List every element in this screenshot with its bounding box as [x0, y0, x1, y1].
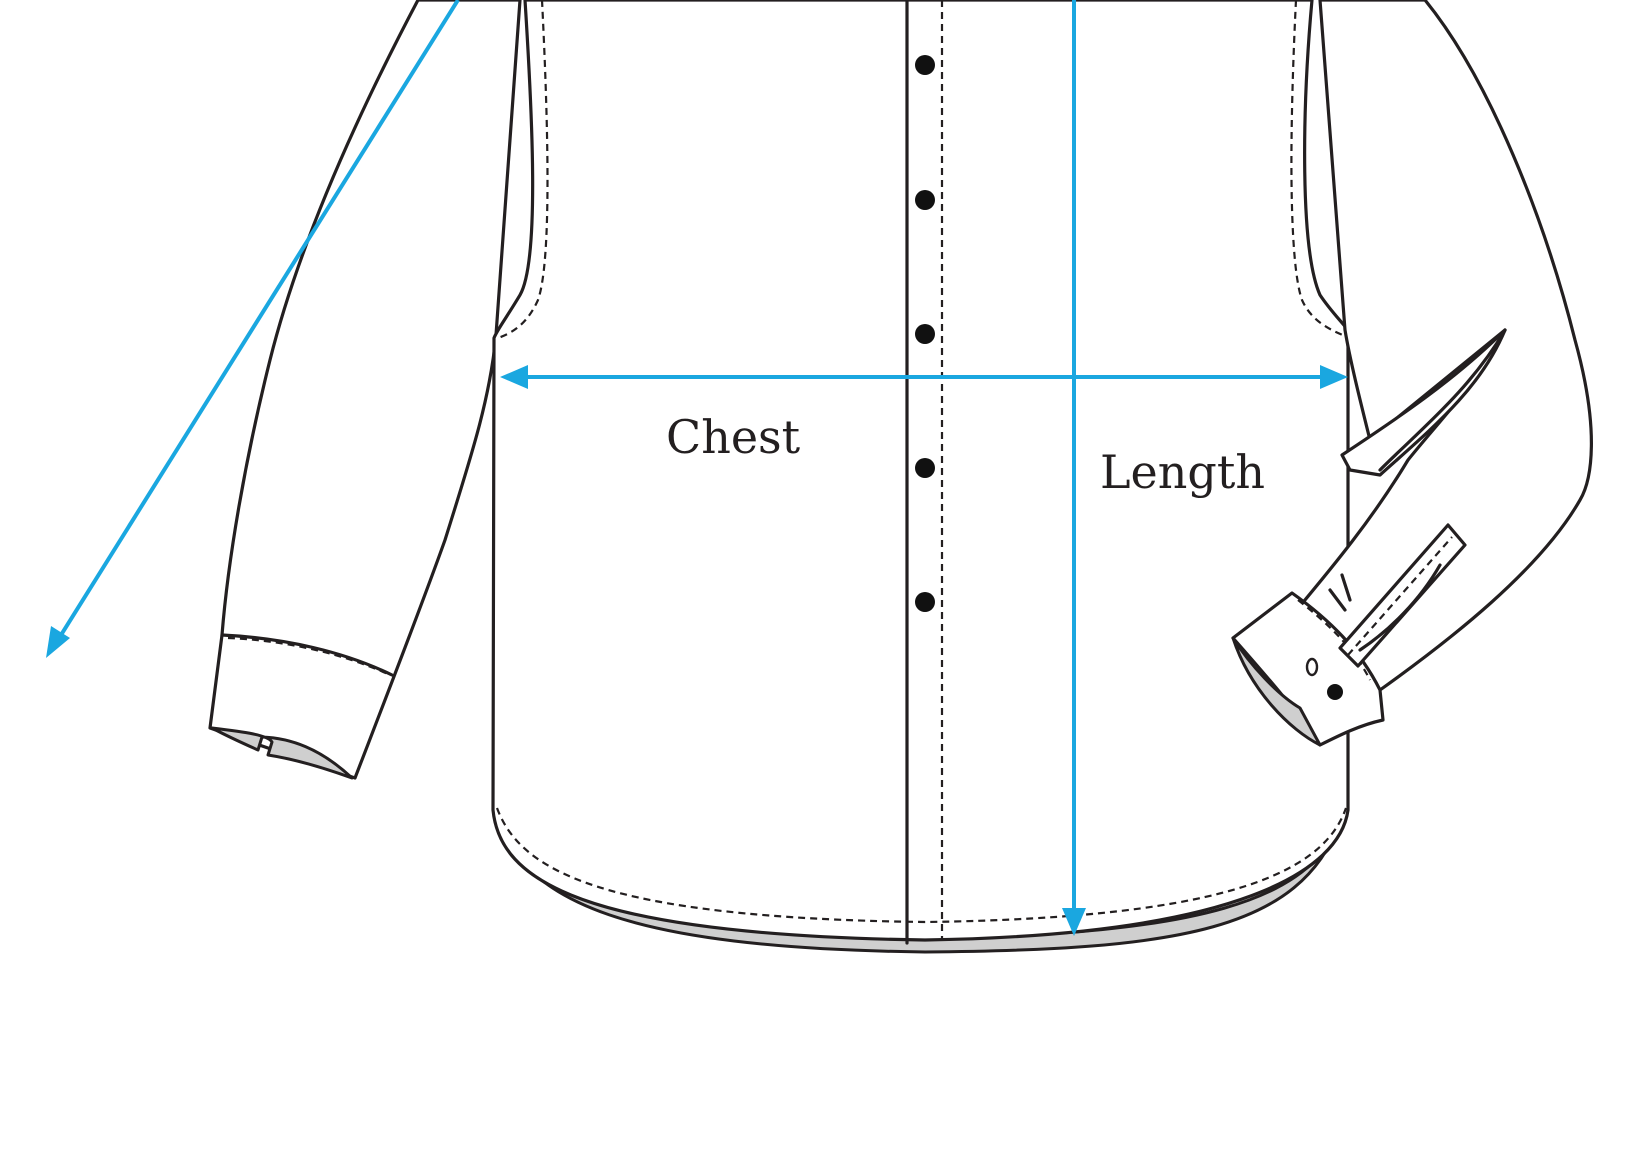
left-sleeve — [208, 0, 522, 780]
right-sleeve — [1231, 0, 1593, 747]
sleeve-measurement-arrow — [46, 0, 460, 658]
right-cuff-inner-shade — [1231, 636, 1322, 747]
cuff-buttonhole — [1305, 657, 1319, 677]
shirt-button — [915, 55, 935, 75]
chest-measurement-arrow — [500, 365, 1348, 389]
shirt-button — [915, 190, 935, 210]
sleeve-placket — [1338, 523, 1467, 668]
cuff-button — [1327, 684, 1343, 700]
placket-buttons — [915, 55, 935, 612]
shirt-button — [915, 458, 935, 478]
length-label: Length — [1100, 445, 1265, 499]
chest-label: Chest — [666, 410, 801, 464]
length-measurement-arrow — [1062, 0, 1086, 936]
left-cuff-inner-shade — [210, 726, 354, 780]
shirt-button — [915, 324, 935, 344]
shirt-button — [915, 592, 935, 612]
